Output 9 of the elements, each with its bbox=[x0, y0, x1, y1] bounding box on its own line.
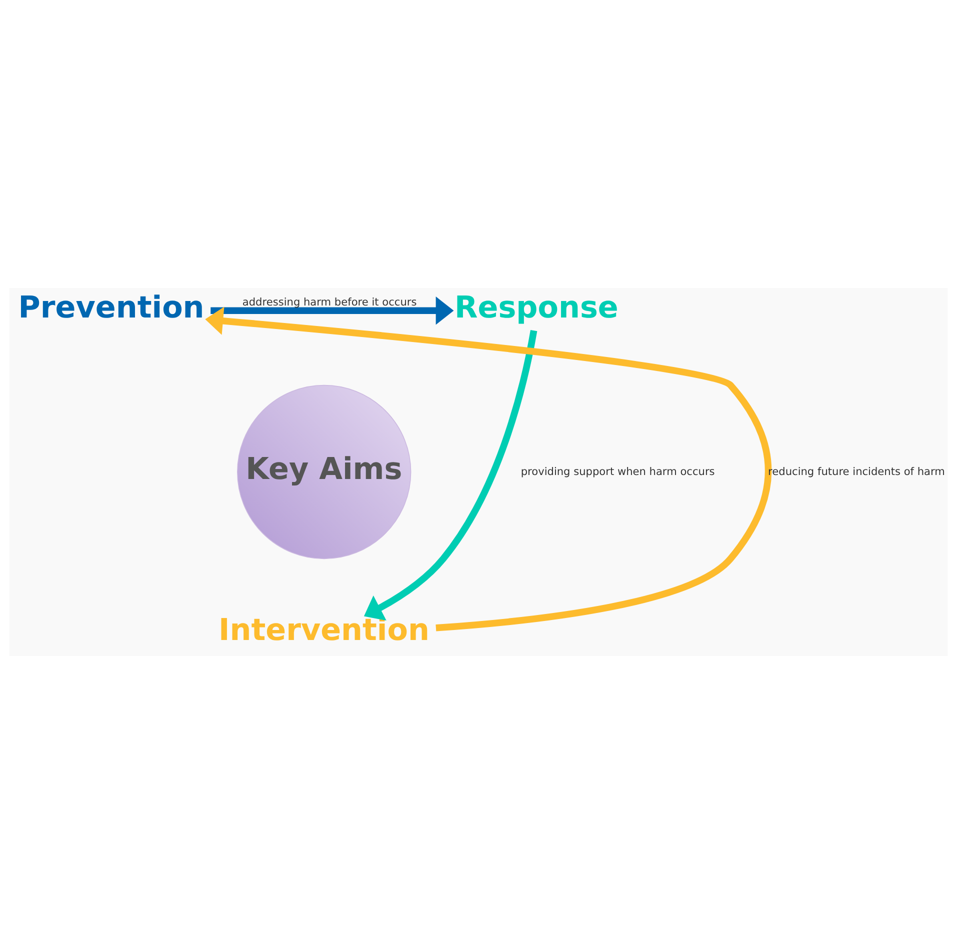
node-circle: Key Aims bbox=[237, 384, 412, 559]
node-text: Response bbox=[454, 290, 618, 325]
edge-label: addressing harm before it occurs bbox=[242, 296, 417, 308]
node-text: Prevention bbox=[18, 290, 204, 325]
arrow bbox=[205, 306, 772, 631]
arrow bbox=[364, 329, 538, 620]
edge-label: providing support when harm occurs bbox=[520, 465, 715, 478]
node-text: Intervention bbox=[218, 612, 430, 648]
arrow bbox=[210, 296, 454, 324]
